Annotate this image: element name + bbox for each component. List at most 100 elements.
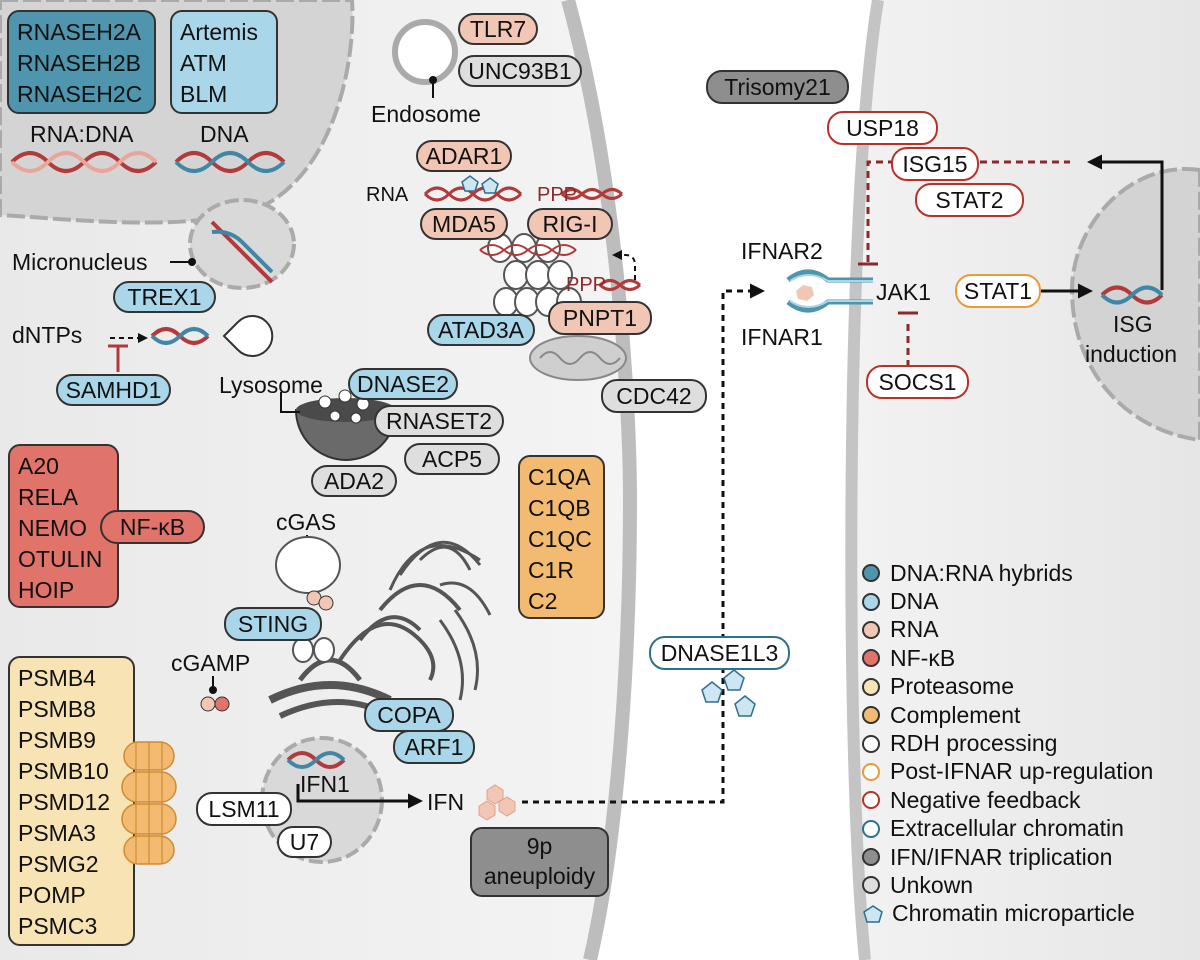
proteasome-box: PSMB4 PSMB8 PSMB9 PSMB10 PSMD12 PSMA3 PS…: [8, 656, 135, 946]
lsm11-pill: LSM11: [196, 792, 292, 826]
ninep-line2: aneuploidy: [483, 863, 596, 889]
dnase1l3-pill: DNASE1L3: [649, 636, 790, 670]
pnpt1-pill: PNPT1: [548, 301, 652, 335]
trisomy21-pill: Trisomy21: [706, 70, 849, 104]
rna-dna-label: RNA:DNA: [30, 121, 134, 147]
legend-label: Complement: [890, 701, 1021, 728]
rnaseh2c-label: RNASEH2C: [17, 81, 143, 107]
c2-label: C2: [528, 588, 558, 614]
ifnar1-label: IFNAR1: [741, 324, 823, 350]
induction-label: induction: [1085, 341, 1178, 367]
legend-label: Proteasome: [890, 673, 1015, 700]
lysosome-label: Lysosome: [219, 372, 323, 398]
nfkb-pill: NF-κB: [100, 510, 205, 544]
endosome-shape: [392, 19, 458, 85]
legend-item: DNA: [862, 587, 1153, 615]
c1qa-label: C1QA: [528, 464, 591, 490]
artemis-label: Artemis: [180, 19, 258, 45]
cgamp-label: cGAMP: [171, 650, 251, 676]
legend-label: DNA:RNA hybrids: [890, 559, 1073, 586]
ada2-pill: ADA2: [311, 465, 397, 497]
legend-label: Chromatin microparticle: [892, 900, 1135, 927]
c1qc-label: C1QC: [528, 526, 592, 552]
ifn1-label: IFN1: [300, 771, 350, 797]
legend-swatch: [862, 762, 880, 781]
ifn-hexagons-icon: [478, 784, 516, 821]
jak1-label: JAK1: [876, 279, 931, 305]
legend-swatch: [862, 564, 880, 583]
legend-item: RNA: [862, 616, 1153, 644]
rnaset2-pill: RNASET2: [374, 405, 504, 437]
psmg2-label: PSMG2: [18, 851, 99, 877]
legend-swatch: [862, 791, 880, 810]
ifnar2-label: IFNAR2: [741, 238, 823, 264]
dna-label: DNA: [200, 121, 249, 147]
rela-label: RELA: [18, 484, 79, 510]
legend-label: Unkown: [890, 871, 974, 898]
c1qb-label: C1QB: [528, 495, 591, 521]
chromatin-microparticle-icon: [863, 904, 883, 923]
socs1-pill: SOCS1: [866, 365, 969, 399]
legend-item: Post-IFNAR up-regulation: [862, 758, 1153, 786]
atm-label: ATM: [180, 50, 227, 76]
legend-swatch: [862, 677, 880, 696]
unc93b1-pill: UNC93B1: [458, 55, 582, 87]
legend-label: RNA: [890, 616, 939, 643]
isg15-pill: ISG15: [891, 147, 979, 181]
lysosome-icon: [294, 389, 398, 461]
endosome-label: Endosome: [371, 101, 481, 127]
psmb9-label: PSMB9: [18, 727, 96, 753]
ppp-label-bottom: PPP: [566, 274, 607, 296]
legend-item: RDH processing: [862, 729, 1153, 757]
legend-item: IFN/IFNAR triplication: [862, 843, 1153, 871]
ninep-aneuploidy-box: 9p aneuploidy: [470, 827, 609, 897]
legend-item: Proteasome: [862, 673, 1153, 701]
legend-item: NF-κB: [862, 644, 1153, 672]
psmd12-label: PSMD12: [18, 789, 111, 815]
atad3a-pill: ATAD3A: [427, 314, 535, 346]
legend-label: NF-κB: [890, 644, 956, 671]
psma3-label: PSMA3: [18, 820, 96, 846]
a20-label: A20: [18, 453, 59, 479]
rigi-pill: RIG-I: [527, 208, 613, 240]
chromatin-microparticles-icon: [701, 669, 756, 717]
complement-box: C1QA C1QB C1QC C1R C2: [518, 455, 605, 619]
blm-label: BLM: [180, 81, 228, 107]
left-cell-membrane: [561, 0, 638, 960]
mda5-pill: MDA5: [420, 208, 508, 240]
ninep-line1: 9p: [526, 833, 553, 859]
rnaseh2-box: RNASEH2A RNASEH2B RNASEH2C: [7, 10, 156, 114]
proteasome-icon: [121, 741, 177, 865]
legend-label: RDH processing: [890, 730, 1058, 757]
psmb4-label: PSMB4: [18, 665, 96, 691]
isg-label: ISG: [1113, 311, 1153, 337]
cdc42-pill: CDC42: [601, 379, 707, 413]
legend-item: Extracellular chromatin: [862, 815, 1153, 843]
samhd1-pill: SAMHD1: [56, 374, 171, 406]
rna-label: RNA: [366, 184, 409, 206]
legend-swatch: [862, 706, 880, 725]
usp18-pill: USP18: [827, 111, 938, 145]
tlr7-pill: TLR7: [458, 13, 538, 45]
legend-swatch: [862, 819, 880, 838]
legend-label: Post-IFNAR up-regulation: [890, 758, 1154, 785]
legend-item: Unkown: [862, 871, 1153, 899]
adar1-pill: ADAR1: [416, 140, 512, 172]
micronucleus-label: Micronucleus: [12, 249, 148, 275]
rnaseh2b-label: RNASEH2B: [17, 50, 141, 76]
ifn-label: IFN: [427, 789, 465, 815]
legend-label: IFN/IFNAR triplication: [890, 843, 1113, 870]
chromatin-pentagons-small: [461, 175, 499, 194]
c1r-label: C1R: [528, 557, 575, 583]
pomp-label: POMP: [18, 882, 86, 908]
dna-repair-box: Artemis ATM BLM: [170, 10, 278, 114]
legend-swatch: [862, 734, 880, 753]
mitochondrion-icon: [529, 335, 627, 381]
legend-label: Negative feedback: [890, 786, 1081, 813]
trex1-pacman-icon: [222, 315, 274, 357]
u7-pill: U7: [277, 826, 332, 858]
right-cell-membrane: [845, 0, 884, 960]
